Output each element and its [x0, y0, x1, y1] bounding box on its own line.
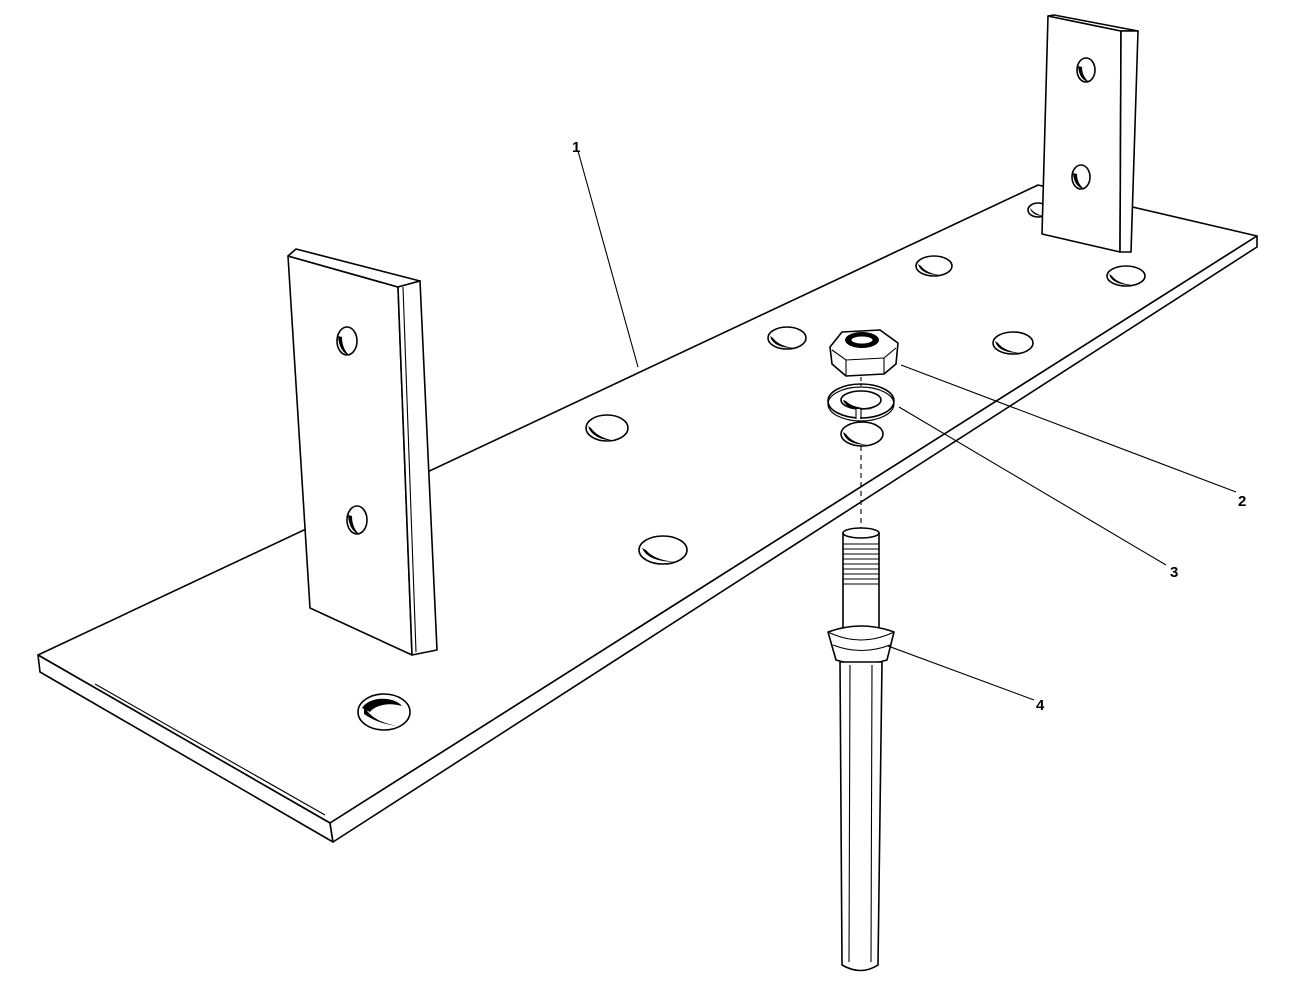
base-plate-top-face: [37, 184, 1258, 824]
stud-shank: [839, 661, 883, 972]
callout-1: 1: [572, 139, 580, 156]
stud-threaded-section: [842, 532, 880, 634]
leader-line-2: [900, 364, 1237, 493]
upright-hole: [1076, 57, 1096, 83]
plate-hole: [915, 255, 953, 277]
leader-line-4: [887, 645, 1035, 701]
left-upright-plate: [287, 248, 438, 656]
base-plate-holes: [357, 202, 1146, 731]
plate-hole: [638, 535, 688, 565]
base-plate: [37, 184, 1258, 843]
base-plate-right-edge: [329, 235, 1258, 843]
plate-hole: [992, 331, 1034, 355]
plate-hole: [767, 326, 807, 350]
right-upright-front-face: [1041, 15, 1122, 253]
upright-hole: [336, 326, 358, 356]
plate-hole: [357, 693, 411, 731]
callout-4: 4: [1036, 697, 1045, 714]
leader-line-3: [898, 406, 1167, 566]
right-upright-plate: [1041, 14, 1139, 253]
plate-hole: [585, 414, 629, 442]
hex-nut: [829, 329, 899, 377]
upright-hole: [1071, 164, 1091, 190]
leader-line-1: [577, 150, 639, 368]
right-upright-side-edge: [1119, 30, 1139, 253]
stud-bolt: [827, 527, 895, 972]
base-plate-edge-highlight: [94, 683, 326, 816]
lock-washer: [827, 383, 895, 422]
stud-thread-lines: [843, 543, 879, 585]
callout-3: 3: [1170, 564, 1178, 581]
left-upright-side-edge: [397, 280, 438, 656]
stud-collar: [827, 625, 895, 665]
plate-hole: [840, 421, 884, 447]
callout-2: 2: [1238, 493, 1246, 510]
plate-hole: [1106, 265, 1146, 287]
upright-hole: [346, 505, 368, 535]
leader-lines: [577, 150, 1237, 701]
